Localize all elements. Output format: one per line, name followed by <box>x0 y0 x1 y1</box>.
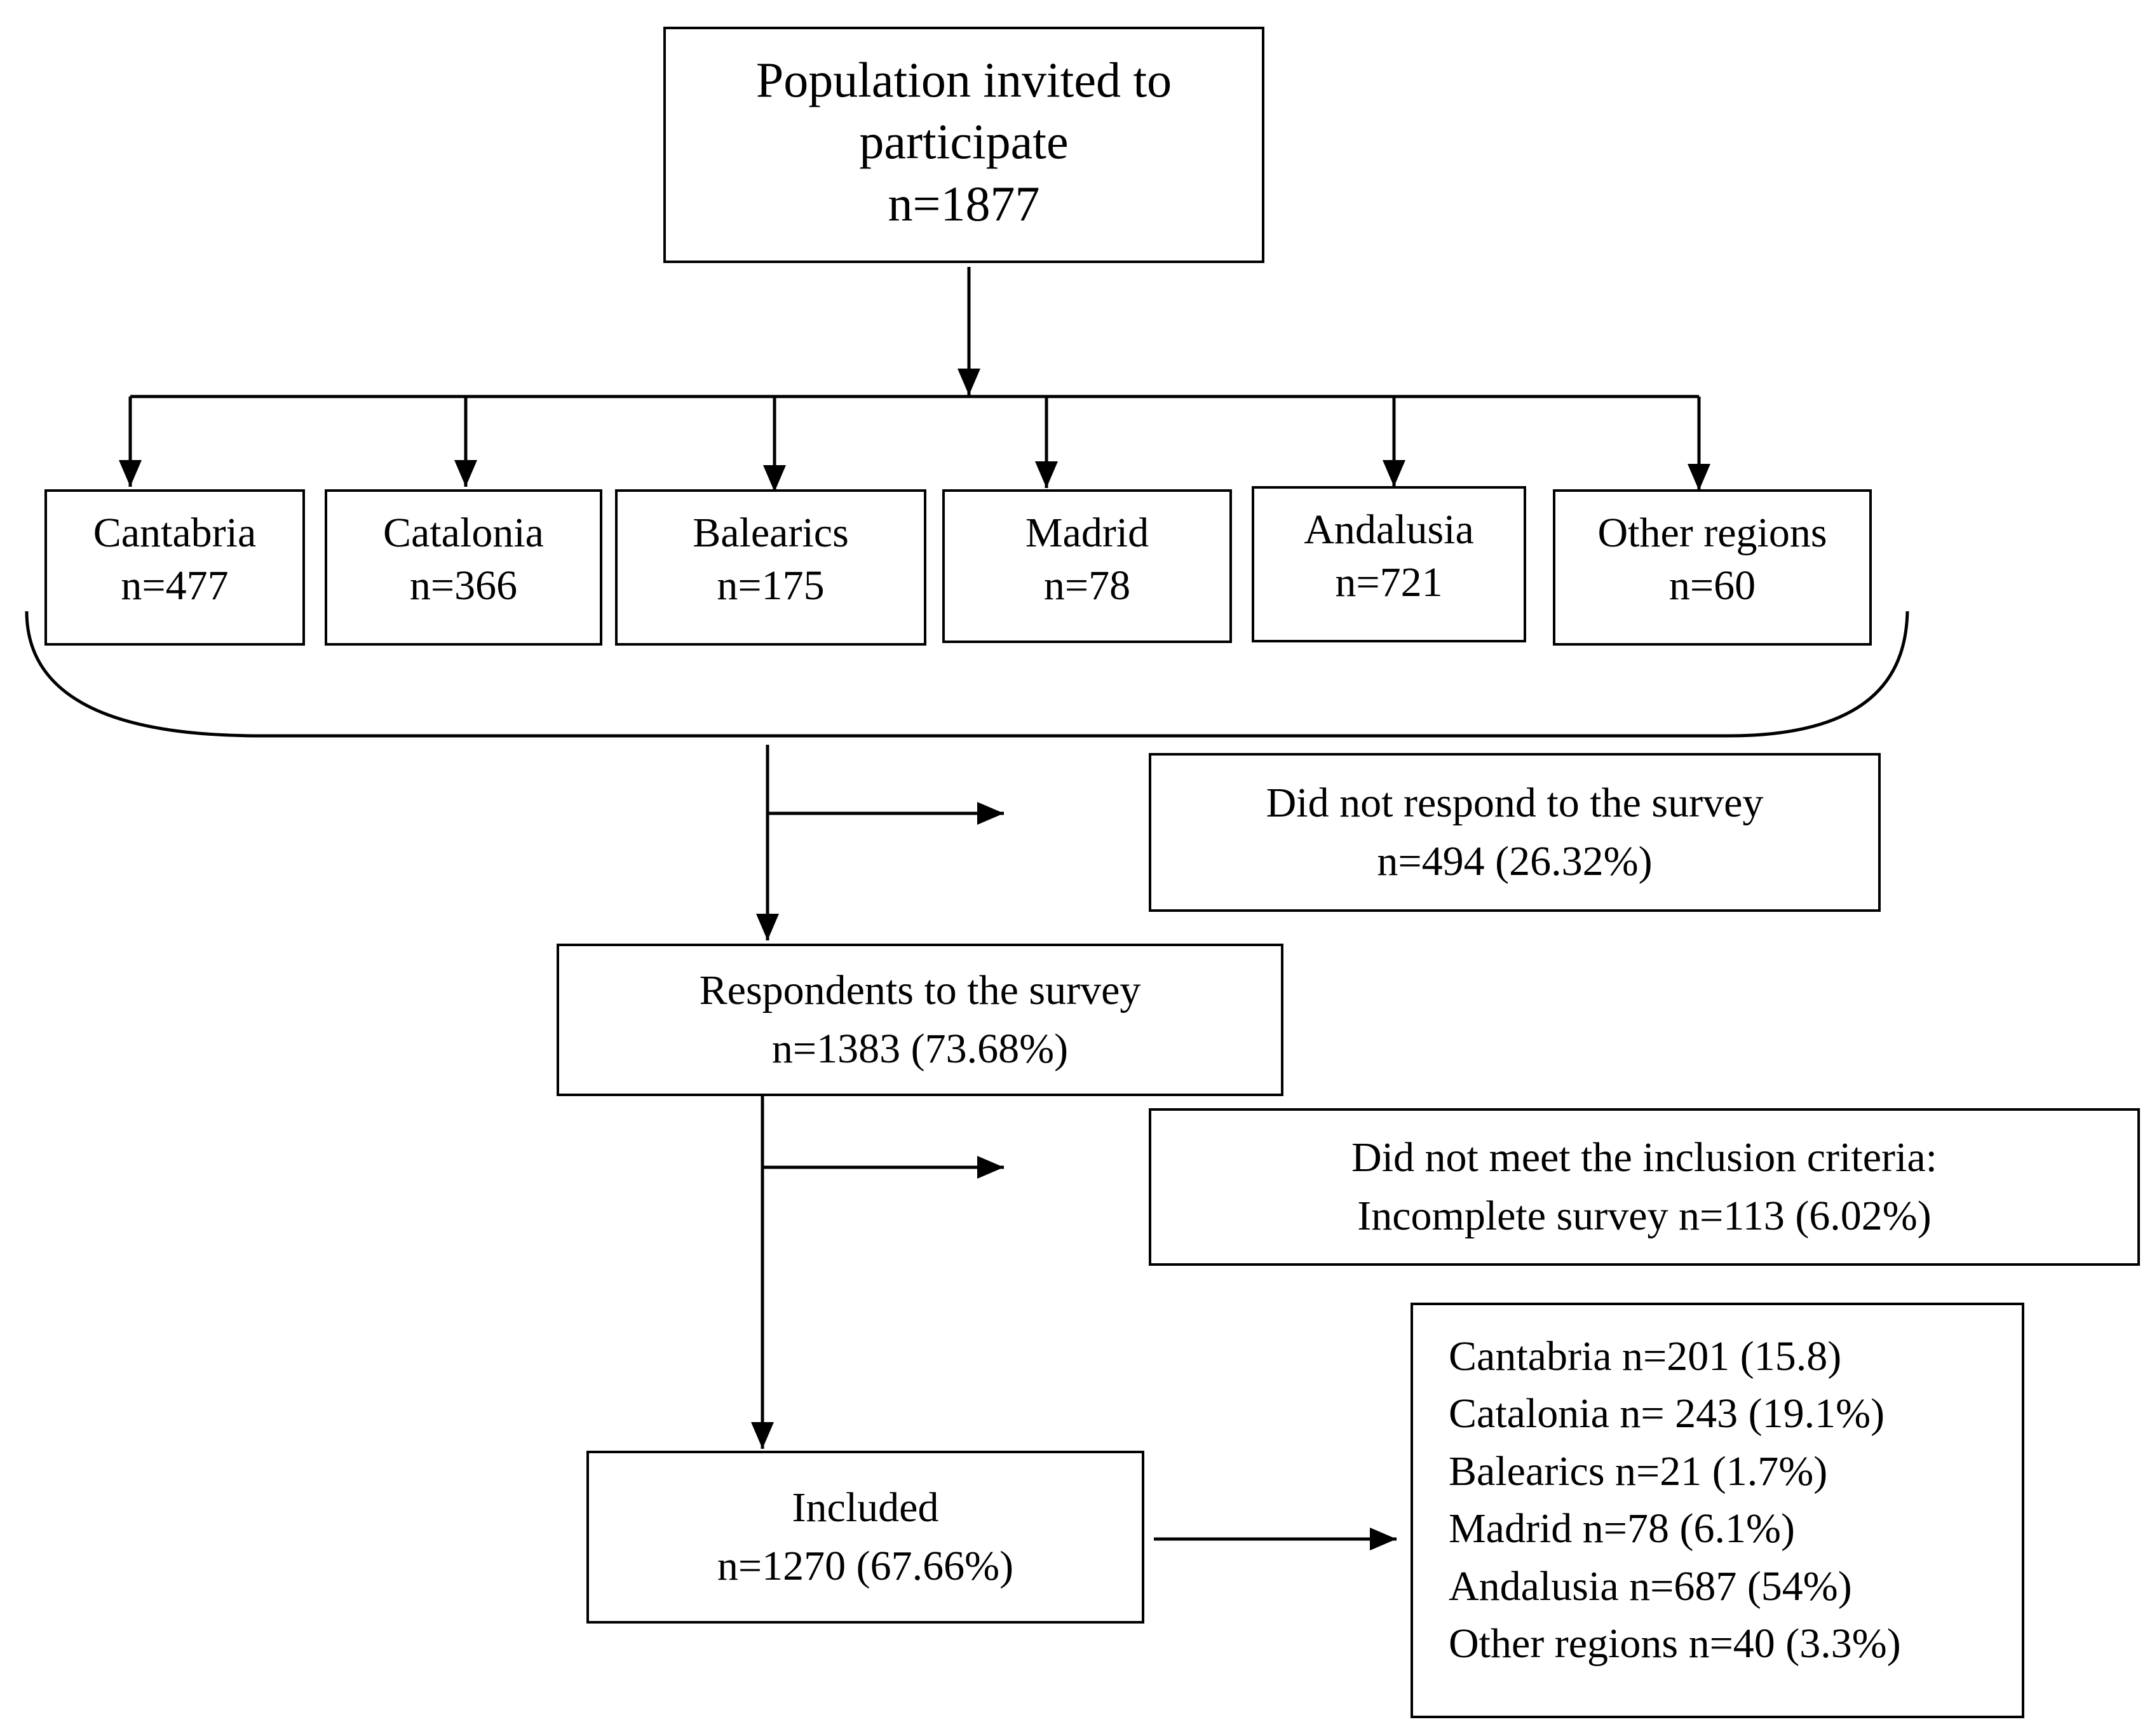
region-box-andalusia: Andalusia n=721 <box>1252 486 1526 642</box>
region-box-other-regions: Other regions n=60 <box>1553 489 1872 646</box>
no-response-box: Did not respond to the survey n=494 (26.… <box>1149 753 1881 912</box>
region-name: Balearics <box>693 510 849 556</box>
breakdown-item: Catalonia n= 243 (19.1%) <box>1449 1390 1885 1437</box>
breakdown-item: Other regions n=40 (3.3%) <box>1449 1620 1901 1667</box>
exclusion-box: Did not meet the inclusion criteria: Inc… <box>1149 1108 2140 1266</box>
region-count: n=175 <box>717 562 825 609</box>
population-count: n=1877 <box>888 175 1040 231</box>
included-label: Included <box>792 1484 939 1531</box>
region-box-cantabria: Cantabria n=477 <box>44 489 305 646</box>
region-count: n=366 <box>409 562 518 609</box>
included-box: Included n=1270 (67.66%) <box>586 1451 1144 1624</box>
included-count: n=1270 (67.66%) <box>717 1543 1014 1589</box>
region-box-madrid: Madrid n=78 <box>942 489 1232 643</box>
breakdown-item: Andalusia n=687 (54%) <box>1449 1563 1852 1610</box>
region-count: n=721 <box>1335 559 1443 606</box>
included-breakdown-box: Cantabria n=201 (15.8) Catalonia n= 243 … <box>1411 1303 2024 1718</box>
breakdown-item: Madrid n=78 (6.1%) <box>1449 1505 1795 1552</box>
exclusion-label: Did not meet the inclusion criteria: <box>1351 1134 1937 1181</box>
region-name: Madrid <box>1025 510 1149 556</box>
region-count: n=60 <box>1668 562 1756 609</box>
region-name: Catalonia <box>383 510 544 556</box>
respondents-count: n=1383 (73.68%) <box>771 1026 1069 1072</box>
no-response-label: Did not respond to the survey <box>1266 779 1764 826</box>
region-name: Andalusia <box>1304 506 1474 553</box>
region-name: Cantabria <box>93 510 257 556</box>
region-count: n=477 <box>121 562 229 609</box>
grouping-brace <box>25 611 1909 738</box>
region-box-balearics: Balearics n=175 <box>615 489 926 646</box>
population-box: Population invited to participate n=1877 <box>663 27 1264 263</box>
breakdown-item: Cantabria n=201 (15.8) <box>1449 1333 1842 1380</box>
region-box-catalonia: Catalonia n=366 <box>325 489 602 646</box>
population-title-line-1: Population invited to <box>755 51 1172 107</box>
breakdown-item: Balearics n=21 (1.7%) <box>1449 1448 1828 1495</box>
region-name: Other regions <box>1597 510 1827 556</box>
respondents-box: Respondents to the survey n=1383 (73.68%… <box>557 944 1283 1096</box>
population-title-line-2: participate <box>859 114 1069 170</box>
exclusion-detail: Incomplete survey n=113 (6.02%) <box>1357 1193 1932 1239</box>
respondents-label: Respondents to the survey <box>699 966 1141 1014</box>
no-response-count: n=494 (26.32%) <box>1377 838 1653 885</box>
region-count: n=78 <box>1043 562 1131 609</box>
